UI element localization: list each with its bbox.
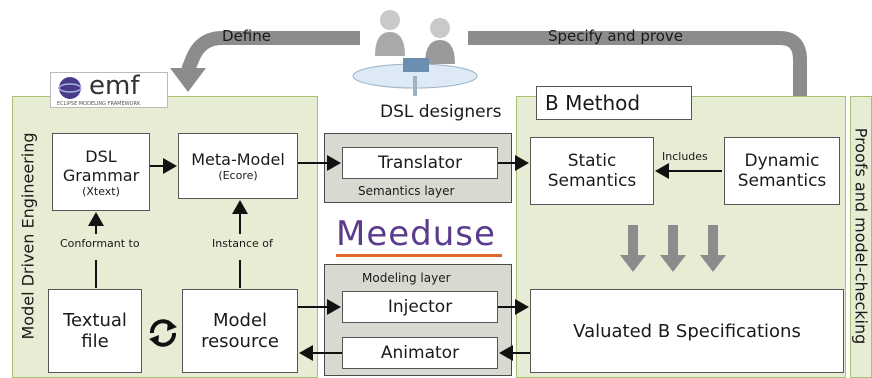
- model-resource-box: Model resource: [182, 289, 298, 373]
- down-arrows-icon: [620, 225, 726, 272]
- emf-globe-icon: [58, 77, 82, 99]
- valuated-b-box: Valuated B Specifications: [530, 289, 844, 373]
- translator-box: Translator: [342, 147, 498, 179]
- textual-file-box: Textual file: [48, 289, 142, 373]
- meeduse-underline: [336, 254, 502, 257]
- sync-icon: [149, 319, 177, 347]
- static-line1: Static: [567, 151, 617, 171]
- conformant-label: Conformant to: [60, 237, 140, 250]
- metamodel-title: Meta-Model: [191, 150, 285, 169]
- modeling-layer-label: Modeling layer: [362, 271, 451, 285]
- define-label: Define: [222, 27, 271, 45]
- model-line1: Model: [212, 310, 268, 331]
- textual-line2: file: [81, 331, 109, 352]
- grammar-line1: DSL: [85, 146, 117, 166]
- includes-label: Includes: [662, 150, 708, 163]
- dynamic-line2: Semantics: [737, 171, 827, 191]
- emf-subtext: ECLIPSE MODELING FRAMEWORK: [57, 101, 141, 107]
- textual-line1: Textual: [63, 310, 127, 331]
- translator-label: Translator: [377, 153, 463, 173]
- instance-label: Instance of: [212, 237, 273, 250]
- valuated-label: Valuated B Specifications: [573, 320, 801, 342]
- b-method-title-box: B Method: [536, 86, 692, 120]
- grammar-sub: (Xtext): [82, 184, 120, 198]
- dsl-grammar-box: DSL Grammar (Xtext): [52, 133, 150, 211]
- static-line2: Semantics: [547, 171, 637, 191]
- b-method-title: B Method: [545, 91, 641, 115]
- injector-box: Injector: [342, 291, 498, 323]
- meeduse-text: Meeduse: [336, 214, 496, 254]
- semantics-layer-label: Semantics layer: [358, 184, 455, 198]
- emf-text: emf: [89, 71, 140, 101]
- designers-label: DSL designers: [380, 102, 502, 122]
- grammar-line2: Grammar: [62, 165, 140, 185]
- dynamic-line1: Dynamic: [744, 151, 820, 171]
- dynamic-semantics-box: Dynamic Semantics: [724, 137, 840, 205]
- static-semantics-box: Static Semantics: [530, 137, 654, 205]
- meeduse-logo: Meeduse: [336, 214, 496, 254]
- emf-logo: emf ECLIPSE MODELING FRAMEWORK: [50, 71, 168, 108]
- meta-model-box: Meta-Model (Ecore): [178, 133, 298, 199]
- metamodel-sub: (Ecore): [218, 169, 258, 182]
- injector-label: Injector: [387, 297, 453, 317]
- animator-label: Animator: [380, 343, 460, 363]
- animator-box: Animator: [342, 337, 498, 369]
- designers-figure: [352, 10, 478, 96]
- specify-label: Specify and prove: [548, 27, 683, 45]
- model-line2: resource: [201, 331, 279, 352]
